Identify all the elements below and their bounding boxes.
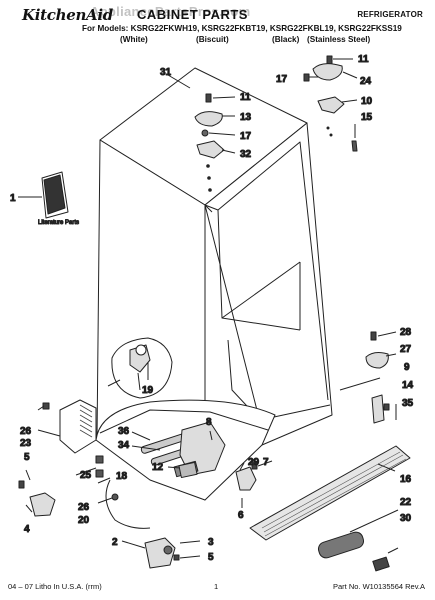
callout-29: 29 <box>248 457 260 468</box>
drain-detail <box>111 337 173 399</box>
callout-11b: 11 <box>358 54 369 65</box>
rear-grille <box>37 399 97 454</box>
models-line: For Models: KSRG22FKWH19, KSRG22FKBT19, … <box>82 24 402 33</box>
literature-parts-label: Literature Parts <box>38 220 79 226</box>
color-biscuit: (Biscuit) <box>196 35 229 44</box>
callout-28: 28 <box>400 327 412 338</box>
callout-1: 1 <box>10 193 16 204</box>
callout-20: 20 <box>78 515 90 526</box>
callout-labels: 31 11 13 17 32 11 17 24 10 15 1 Literatu… <box>10 54 415 564</box>
footer-part-number: Part No. W10135564 Rev.A <box>333 582 425 591</box>
callout-25: 25 <box>80 470 92 481</box>
callout-19: 19 <box>142 385 154 396</box>
callout-5a: 5 <box>24 452 30 463</box>
callout-7: 7 <box>263 457 269 468</box>
footer-page-number: 1 <box>214 582 219 591</box>
callout-22: 22 <box>400 497 412 508</box>
callout-8: 8 <box>206 417 212 428</box>
callout-30: 30 <box>400 513 412 524</box>
callout-26b: 26 <box>78 502 90 513</box>
callout-13: 13 <box>240 112 252 123</box>
inlet-valve <box>121 537 201 569</box>
callout-35: 35 <box>402 398 414 409</box>
category-label: REFRIGERATOR <box>357 10 423 19</box>
callout-17b: 17 <box>276 74 288 85</box>
callout-6: 6 <box>238 510 244 521</box>
top-hinge-left <box>194 93 236 159</box>
callout-12: 12 <box>152 462 164 473</box>
callout-18: 18 <box>116 471 128 482</box>
callout-11a: 11 <box>240 92 251 103</box>
callout-5b: 5 <box>208 552 214 563</box>
color-white: (White) <box>120 35 148 44</box>
footer-litho: 04 – 07 Litho In U.S.A. (rrm) <box>8 582 102 591</box>
callout-3: 3 <box>208 537 214 548</box>
callout-16: 16 <box>400 474 412 485</box>
callout-10: 10 <box>361 96 373 107</box>
callout-26a: 26 <box>20 426 32 437</box>
bottom-hinge-right <box>339 331 397 424</box>
callout-24: 24 <box>360 76 372 87</box>
brand-logo: KitchenAid <box>22 6 113 24</box>
callout-2: 2 <box>112 537 118 548</box>
color-black: (Black) <box>272 35 300 44</box>
callout-36: 36 <box>118 426 130 437</box>
leader-lines <box>107 74 191 391</box>
callout-31: 31 <box>160 67 172 78</box>
water-filter <box>317 509 399 572</box>
top-hinge-right <box>303 55 358 152</box>
callout-34: 34 <box>118 440 130 451</box>
callout-14: 14 <box>402 380 414 391</box>
left-lower-parts <box>18 455 151 529</box>
page-title: CABINET PARTS <box>137 7 248 22</box>
top-fasteners <box>206 126 333 192</box>
exploded-parts-diagram: 31 11 13 17 32 11 17 24 10 15 1 Literatu… <box>10 54 415 572</box>
callout-15: 15 <box>361 112 373 123</box>
callout-4: 4 <box>24 524 30 535</box>
callout-17a: 17 <box>240 131 252 142</box>
grille-brackets <box>235 460 273 508</box>
literature-parts <box>18 171 69 219</box>
callout-9: 9 <box>404 362 410 373</box>
drain-tube <box>167 461 198 479</box>
color-stainless: (Stainless Steel) <box>307 35 371 44</box>
callout-27: 27 <box>400 344 412 355</box>
callout-23: 23 <box>20 438 32 449</box>
callout-32: 32 <box>240 149 252 160</box>
toe-grille <box>249 445 411 541</box>
